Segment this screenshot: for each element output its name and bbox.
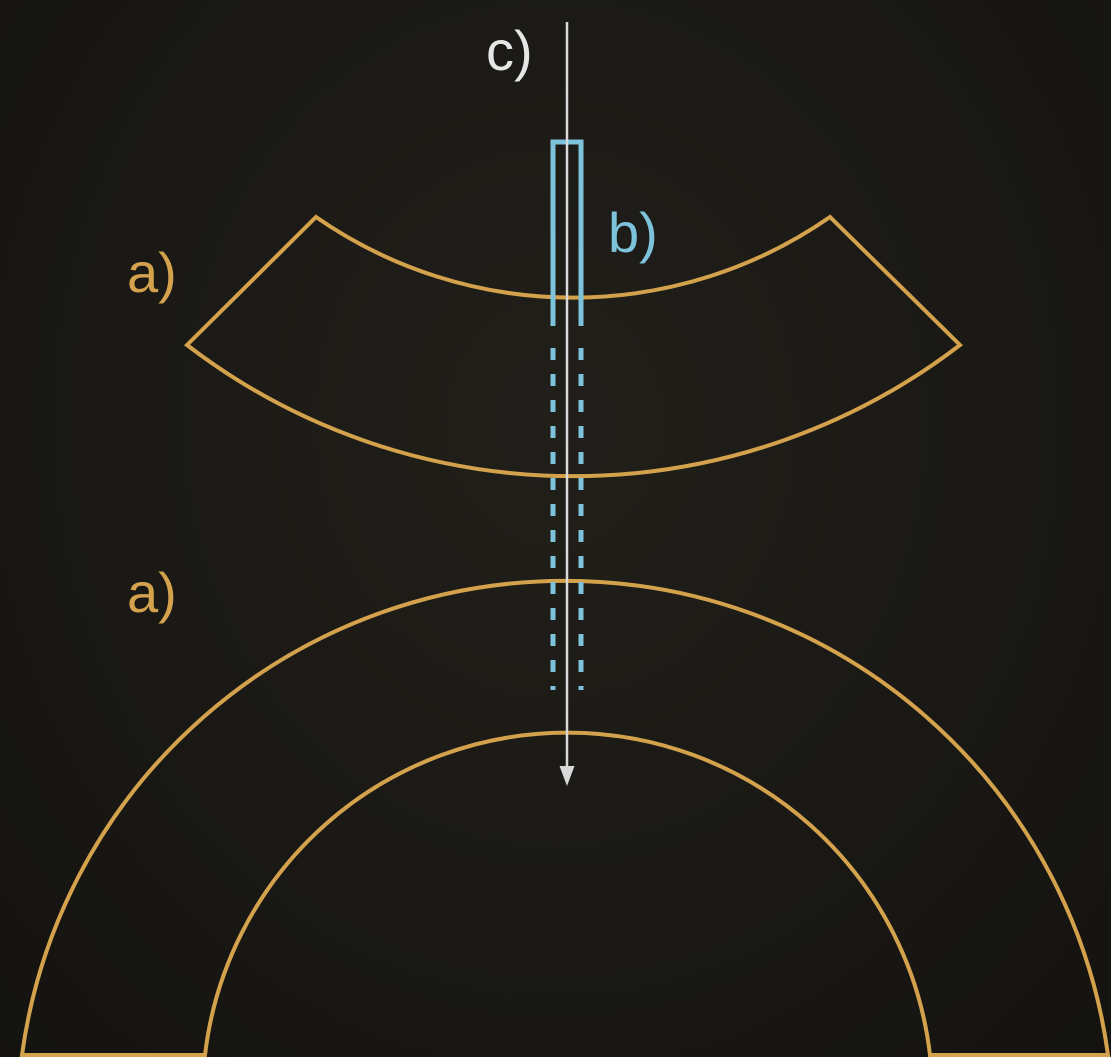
label-lower-segment: a) [127,561,177,624]
label-axis: c) [486,19,533,82]
lower-arch-segment [19,578,1111,1057]
label-strip: b) [608,201,658,264]
label-upper-segment: a) [127,241,177,304]
upper-arc-segment [183,214,964,479]
